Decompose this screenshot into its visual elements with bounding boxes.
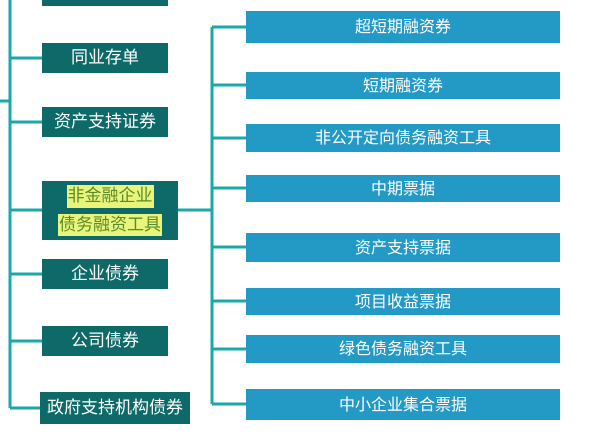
node-project-revenue-notes: 项目收益票据	[246, 288, 560, 315]
node-label: 绿色债务融资工具	[338, 339, 467, 359]
node-label: 中小企业集合票据	[338, 394, 467, 414]
node-nonfinancial-debt-instruments: 非金融企业 债务融资工具	[42, 181, 178, 240]
node-label: 同业存单	[71, 47, 139, 68]
node-label: 资产支持票据	[354, 237, 451, 257]
node-super-short-term-cp: 超短期融资券	[246, 11, 560, 43]
node-corporate-bonds: 公司债券	[42, 326, 168, 356]
node-label: 企业债券	[71, 263, 139, 284]
node-private-placement-notes: 非公开定向债务融资工具	[246, 124, 560, 152]
node-label: 中期票据	[370, 178, 435, 198]
node-label: 项目收益票据	[354, 291, 451, 311]
node-short-term-cp: 短期融资券	[246, 72, 560, 99]
node-green-debt-instruments: 绿色债务融资工具	[246, 335, 560, 363]
node-asset-backed-securities: 资产支持证券	[42, 107, 168, 137]
node-label: 公司债券	[71, 330, 139, 351]
node-enterprise-bonds: 企业债券	[42, 259, 168, 289]
node-label-line-2: 债务融资工具	[58, 213, 162, 237]
node-sme-collective-notes: 中小企业集合票据	[246, 389, 560, 420]
node-government-agency-bonds: 政府支持机构债券	[40, 392, 190, 424]
node-medium-term-notes: 中期票据	[246, 175, 560, 202]
node-label: 超短期融资券	[354, 17, 451, 37]
node-label: 非公开定向债务融资工具	[314, 128, 491, 148]
node-asset-backed-notes: 资产支持票据	[246, 233, 560, 262]
node-label-line-1: 非金融企业	[66, 184, 154, 208]
node-label: 政府支持机构债券	[47, 397, 183, 418]
node-partial-top	[42, 0, 168, 6]
node-label: 资产支持证券	[54, 111, 156, 132]
node-label: 短期融资券	[362, 75, 443, 95]
node-interbank-cd: 同业存单	[42, 43, 168, 73]
